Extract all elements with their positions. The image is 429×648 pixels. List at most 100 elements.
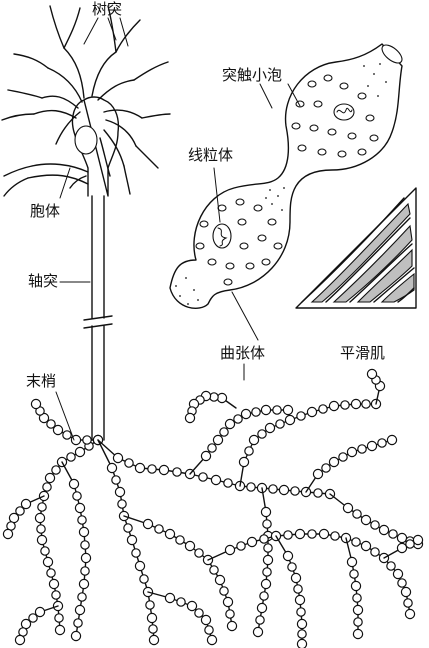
varicosity-bead bbox=[77, 592, 87, 602]
varicosity-bead bbox=[386, 561, 396, 571]
varicosity-bead bbox=[357, 444, 367, 454]
varicosity-bead bbox=[396, 542, 408, 554]
varicosity-bead bbox=[352, 604, 364, 616]
varicosity-bead bbox=[70, 434, 82, 446]
varicosity-bead bbox=[246, 482, 256, 492]
varicosity-bead bbox=[204, 625, 214, 635]
varicosity-bead bbox=[330, 531, 340, 541]
varicosity-bead bbox=[34, 512, 46, 524]
label-synaptic-vesicle: 突触小泡 bbox=[222, 66, 282, 84]
varicosity-bead bbox=[164, 592, 176, 604]
smooth-muscle-detail bbox=[295, 187, 417, 309]
varicosity-bead bbox=[259, 534, 269, 544]
varicosity-bead bbox=[226, 620, 238, 632]
varicosity-bead bbox=[318, 404, 328, 414]
varicosity-bead bbox=[28, 613, 38, 623]
leader-lines bbox=[55, 17, 301, 441]
axon-lower bbox=[91, 325, 105, 441]
varicosity-bead bbox=[338, 452, 348, 462]
varicosity-bead bbox=[222, 596, 234, 608]
varicosity-bead bbox=[349, 569, 359, 579]
dendrite-branches bbox=[1, 5, 171, 197]
varicosity-bead bbox=[62, 430, 72, 440]
varicosity-bead bbox=[312, 468, 324, 480]
stipple bbox=[175, 63, 387, 305]
varicosity-bead bbox=[377, 438, 387, 448]
varicosity-bead bbox=[74, 446, 86, 458]
varicosity-bead bbox=[2, 528, 14, 540]
varicosity-bead bbox=[350, 580, 362, 592]
axon-cut-end bbox=[381, 44, 403, 64]
varicosity-bead bbox=[172, 467, 182, 477]
varicosity-bead bbox=[263, 543, 273, 553]
terminal-network bbox=[2, 368, 424, 648]
varicosity-bead bbox=[340, 400, 350, 410]
varicosity-bead bbox=[255, 615, 265, 625]
varicosity-bead bbox=[207, 443, 217, 453]
varicosity-bead bbox=[262, 519, 272, 529]
varicosity-bead bbox=[296, 411, 306, 421]
varicosity-bead bbox=[251, 407, 261, 417]
axon-upper bbox=[91, 195, 105, 319]
terminal-fiber bbox=[39, 439, 99, 631]
varicosity-bead bbox=[328, 456, 340, 468]
varicosity-bead bbox=[252, 626, 264, 638]
varicosity-bead bbox=[14, 634, 26, 646]
varicosity-bead bbox=[164, 528, 176, 540]
varicosity-bead bbox=[206, 634, 218, 646]
varicosity-bead bbox=[403, 598, 413, 608]
neuron-outline bbox=[1, 5, 171, 441]
varicosity-bead bbox=[378, 524, 390, 536]
varicosity-bead bbox=[259, 591, 269, 601]
varicosity-bead bbox=[145, 600, 155, 610]
cell-body-outline bbox=[27, 47, 143, 189]
varicosity-bead bbox=[175, 535, 185, 545]
varicosity-bead bbox=[352, 509, 362, 519]
varicosity-bead bbox=[142, 518, 154, 530]
varicosity-bead bbox=[283, 530, 293, 540]
varicosity-bead bbox=[290, 572, 302, 584]
varicosity-bead bbox=[268, 484, 278, 494]
varicosity-bead bbox=[148, 624, 158, 634]
varicosity-bead bbox=[186, 600, 198, 612]
varicosity-bead bbox=[114, 486, 126, 498]
varicosity-bead bbox=[278, 484, 290, 496]
varicosity-bead bbox=[200, 614, 212, 626]
varicosity-bead bbox=[392, 568, 404, 580]
label-varicosity: 曲张体 bbox=[220, 344, 265, 362]
soma bbox=[71, 96, 120, 197]
varicosity-bead bbox=[224, 544, 236, 556]
varicosity-bead bbox=[214, 574, 226, 586]
varicosity-bead bbox=[306, 406, 318, 418]
varicosity-bead bbox=[80, 552, 92, 564]
varicosity-bead bbox=[361, 399, 371, 409]
varicosity-bead bbox=[51, 590, 61, 600]
synaptic-vesicles bbox=[195, 74, 379, 286]
varicosity-bead bbox=[294, 594, 306, 606]
varicosity-bead bbox=[260, 578, 272, 590]
varicosity-bead bbox=[216, 392, 228, 404]
varicosity-bead bbox=[236, 541, 246, 551]
varicosity-bead bbox=[131, 548, 141, 558]
varicosity-bead bbox=[37, 502, 47, 512]
varicosity-bead bbox=[123, 523, 133, 533]
varicosity-bead bbox=[360, 514, 372, 526]
varicosity-bead bbox=[224, 418, 236, 430]
varicosity-bead bbox=[296, 607, 306, 617]
varicosity-bead bbox=[219, 427, 229, 437]
varicosity-bead bbox=[370, 547, 380, 557]
varicosity-bead bbox=[124, 458, 134, 468]
varicosity-bead bbox=[176, 597, 186, 607]
varicosity-bead bbox=[184, 540, 196, 552]
label-smooth-muscle: 平滑肌 bbox=[340, 344, 385, 362]
varicosity-bead bbox=[275, 419, 285, 429]
varicosity-bead bbox=[54, 613, 64, 623]
varicosity-bead bbox=[147, 464, 157, 474]
varicosity-bead bbox=[352, 628, 364, 640]
varicosity-bead bbox=[44, 472, 56, 484]
varicosity-bead bbox=[346, 446, 358, 458]
varicosity-bead bbox=[412, 534, 424, 546]
muscle-fiber bbox=[332, 224, 413, 303]
varicosity-bead bbox=[72, 491, 82, 501]
varicosity-bead bbox=[198, 472, 208, 482]
